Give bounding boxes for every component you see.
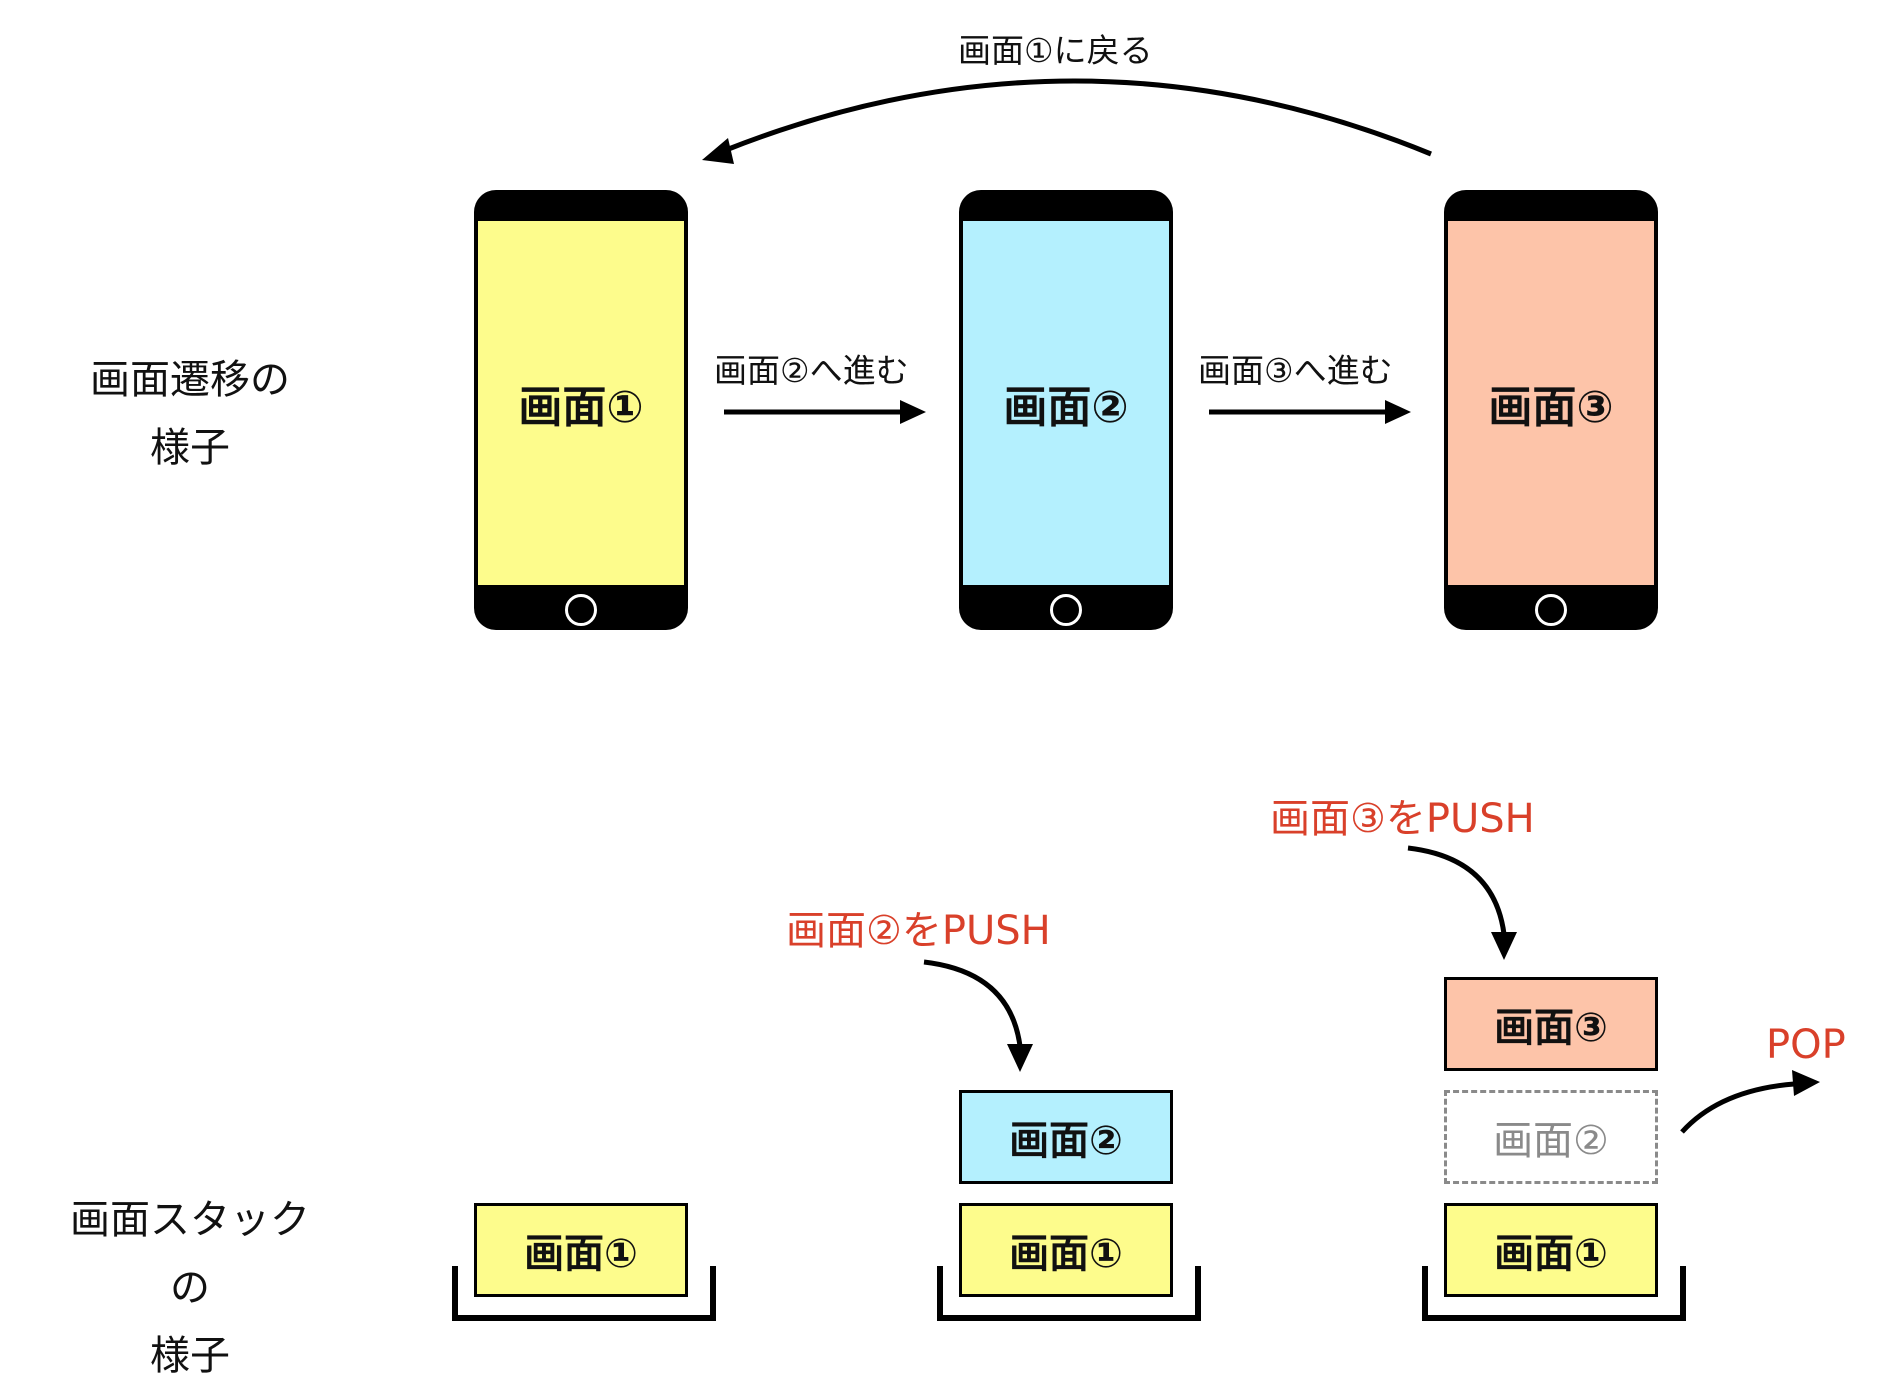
- screen-1-label: 画面①: [518, 382, 644, 433]
- home-button-icon: [1535, 594, 1567, 626]
- phone-screen-3: 画面③: [1444, 190, 1658, 630]
- forward-2-3-label: 画面③へ進む: [1198, 351, 1393, 390]
- transition-row-label: 画面遷移の 様子: [90, 357, 290, 471]
- home-button-icon: [1050, 594, 1082, 626]
- screen-3-display: 画面③: [1448, 221, 1654, 585]
- screen-3-label: 画面③: [1488, 382, 1614, 433]
- stack3-block-screen3: 画面③: [1444, 977, 1658, 1071]
- stack-block-label: 画面③: [1494, 1005, 1608, 1051]
- arrow-icon: [702, 78, 1432, 164]
- arrow-icon: [1680, 1070, 1820, 1134]
- stack-tray-icon: [452, 1266, 716, 1321]
- arrow-icon: [1407, 845, 1517, 960]
- stack-block-label: 画面②: [1009, 1118, 1123, 1164]
- push-screen2-label: 画面②をPUSH: [786, 908, 1051, 954]
- diagram-overlay: [452, 78, 1820, 1321]
- stack-tray-icon: [937, 1266, 1201, 1321]
- stack-block-label: 画面①: [524, 1231, 638, 1277]
- stack-block-label: 画面①: [1009, 1231, 1123, 1277]
- stack2-block-screen1: 画面①: [959, 1203, 1173, 1297]
- stack3-block-screen1: 画面①: [1444, 1203, 1658, 1297]
- screen-1-display: 画面①: [478, 221, 684, 585]
- arrow-icon: [923, 959, 1033, 1072]
- stack-tray-icon: [1422, 1266, 1686, 1321]
- stack3-block-screen2-popped: 画面②: [1444, 1090, 1658, 1184]
- stack2-block-screen2: 画面②: [959, 1090, 1173, 1184]
- stack-block-label: 画面①: [1494, 1231, 1608, 1277]
- arrow-icon: [1209, 400, 1411, 424]
- push-screen3-label: 画面③をPUSH: [1270, 796, 1535, 842]
- stack-block-label: 画面②: [1493, 1118, 1609, 1164]
- stack1-block-screen1: 画面①: [474, 1203, 688, 1297]
- forward-1-2-label: 画面②へ進む: [714, 351, 909, 390]
- phone-screen-1: 画面①: [474, 190, 688, 630]
- arrow-icon: [724, 400, 926, 424]
- pop-label: POP: [1766, 1022, 1846, 1068]
- back-to-1-label: 画面①に戻る: [958, 31, 1153, 70]
- screen-2-label: 画面②: [1003, 382, 1129, 433]
- phone-screen-2: 画面②: [959, 190, 1173, 630]
- screen-2-display: 画面②: [963, 221, 1169, 585]
- home-button-icon: [565, 594, 597, 626]
